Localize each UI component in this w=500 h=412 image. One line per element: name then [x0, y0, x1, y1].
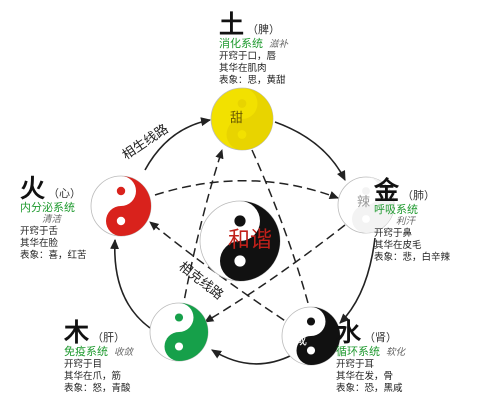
sheng-cycle-arrows — [110, 117, 376, 365]
arrow-water-to-wood — [211, 349, 293, 365]
system-label: 呼吸系统 — [374, 203, 418, 216]
attr-line: 其华在皮毛 — [374, 240, 422, 251]
yinyang-fire-ball — [90, 175, 152, 237]
center-label: 和谐 — [228, 228, 272, 253]
arrow-earth-to-metal — [274, 121, 346, 182]
system-label: 消化系统 — [219, 37, 263, 50]
system-label: 循环系统 — [336, 345, 380, 358]
arrow-wood-to-fire — [110, 238, 151, 329]
element-char: 火 — [20, 174, 46, 203]
ke-cycle-arrows — [149, 148, 346, 329]
center-yinyang — [199, 200, 281, 282]
arrow-water-to-fire — [149, 221, 297, 329]
ball-label-earth: 甜 — [230, 110, 243, 126]
function-label: 利汗 — [396, 216, 416, 227]
attr-line: 其华在脸 — [20, 238, 59, 249]
function-label: 滋补 — [269, 39, 289, 50]
element-char: 土 — [219, 10, 245, 39]
element-water: 水 （肾） 循环系统 软化 开窍于耳 其华在发，骨 表象：恐，黑咸 — [336, 320, 405, 395]
element-char: 水 — [336, 318, 362, 347]
attr-line: 开窍于目 — [64, 359, 103, 370]
organ-label: （肺） — [402, 189, 436, 202]
function-label: 清洁 — [42, 214, 62, 225]
attr-line: 开窍于口，唇 — [219, 51, 277, 62]
ball-label-wood: 酸 — [154, 328, 167, 343]
ball-label-water: 咸 — [294, 333, 307, 348]
function-label: 收敛 — [114, 347, 134, 358]
attr-line: 开窍于鼻 — [374, 228, 413, 239]
attr-line: 表象：喜，红苦 — [20, 250, 87, 261]
attr-line: 开窍于舌 — [20, 226, 59, 237]
element-char: 木 — [64, 318, 90, 347]
yinyang-metal-ball — [337, 176, 395, 234]
arrow-fire-to-metal — [154, 180, 339, 199]
attr-line: 开窍于耳 — [336, 359, 375, 370]
attr-line: 其华在肌肉 — [219, 63, 267, 74]
arrow-earth-to-water — [251, 149, 314, 320]
yinyang-earth-ball — [210, 87, 274, 151]
arrow-wood-to-earth — [181, 148, 224, 313]
organ-label: （心） — [48, 187, 82, 200]
attr-line: 表象：悲，白辛辣 — [374, 252, 451, 263]
attr-line: 其华在爪，筋 — [64, 371, 122, 382]
organ-label: （肝） — [92, 331, 126, 344]
system-label: 免疫系统 — [64, 345, 108, 358]
arrow-fire-to-earth — [144, 117, 212, 171]
attr-line: 表象：思，黄甜 — [219, 75, 286, 86]
yinyang-water-ball — [281, 306, 341, 366]
element-wood: 木 （肝） 免疫系统 收敛 开窍于目 其华在爪，筋 表象：怒，青酸 — [64, 320, 133, 395]
element-earth: 土 （脾） 消化系统 滋补 开窍于口，唇 其华在肌肉 表象：思，黄甜 — [219, 12, 288, 87]
attr-line: 表象：怒，青酸 — [64, 383, 131, 394]
yinyang-wood-ball — [149, 302, 209, 362]
attr-line: 表象：恐，黑咸 — [336, 383, 403, 394]
element-fire: 火 （心） 内分泌系统 清洁 开窍于舌 其华在脸 表象：喜，红苦 — [20, 176, 87, 262]
organ-label: （脾） — [247, 23, 281, 36]
organ-label: （肾） — [364, 331, 398, 344]
sheng-label: 相生线路 — [119, 121, 171, 163]
system-label: 内分泌系统 — [20, 201, 75, 214]
arrow-metal-to-water — [339, 237, 376, 324]
attr-line: 其华在发，骨 — [336, 371, 394, 382]
element-char: 金 — [374, 176, 400, 205]
arrow-metal-to-wood — [204, 224, 346, 323]
ball-label-metal: 辣 — [357, 195, 370, 210]
ball-label-fire: 苦 — [102, 191, 115, 207]
function-label: 软化 — [386, 347, 406, 358]
element-metal: 金 （肺） 呼吸系统 利汗 开窍于鼻 其华在皮毛 表象：悲，白辛辣 — [374, 178, 450, 264]
